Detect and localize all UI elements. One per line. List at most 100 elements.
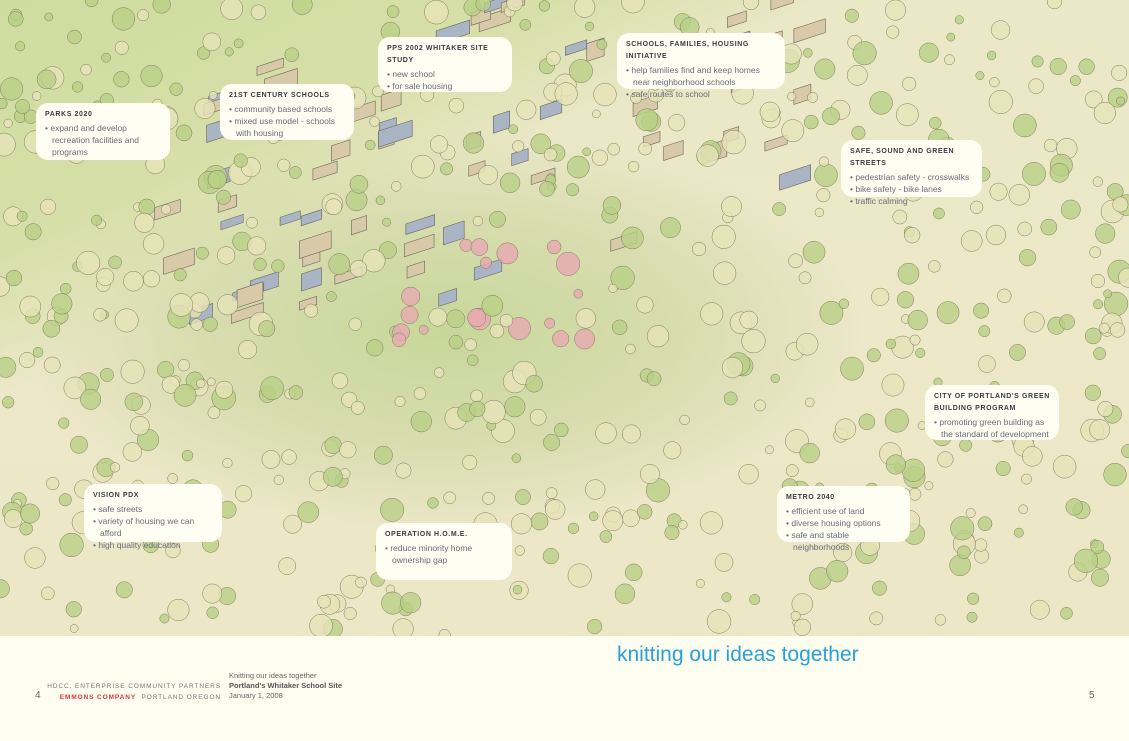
tree-mark	[818, 156, 829, 167]
tree-mark	[36, 69, 57, 90]
tree-mark	[41, 586, 55, 601]
tree-mark	[76, 250, 101, 275]
tree-mark	[339, 441, 357, 459]
document-info: Knitting our ideas together Portland's W…	[229, 671, 342, 701]
tree-mark	[72, 81, 84, 93]
tree-mark	[114, 308, 139, 333]
tree-mark	[834, 418, 857, 440]
tree-mark	[885, 338, 897, 350]
tree-mark	[167, 598, 190, 622]
building-mark	[236, 281, 264, 309]
tree-mark	[159, 613, 170, 624]
tree-mark	[1031, 55, 1044, 68]
tree-mark	[418, 324, 429, 335]
tree-mark	[542, 548, 560, 565]
building-mark	[565, 39, 587, 56]
building-mark	[530, 167, 556, 186]
tree-mark	[80, 388, 102, 410]
tree-mark	[109, 462, 121, 473]
tree-mark	[175, 124, 193, 142]
callout-21st-century-schools: 21st Century Schoolscommunity based scho…	[220, 84, 354, 140]
tree-mark	[970, 200, 984, 214]
tree-mark	[258, 320, 276, 338]
tree-mark	[1017, 221, 1033, 237]
tree-mark	[100, 368, 114, 382]
tree-mark	[1008, 184, 1030, 206]
tree-mark	[233, 38, 244, 49]
tree-mark	[664, 525, 680, 541]
tree-mark	[277, 158, 291, 172]
tree-mark	[807, 91, 819, 103]
tree-mark	[142, 233, 165, 255]
tree-mark	[739, 310, 758, 330]
tree-mark	[721, 356, 744, 379]
tree-mark	[621, 0, 645, 14]
tree-mark	[510, 513, 532, 535]
tree-mark	[120, 359, 145, 384]
tree-mark	[871, 287, 890, 306]
tree-mark	[530, 133, 551, 154]
tree-mark	[640, 464, 660, 484]
callout-item: expand and develop recreation facilities…	[45, 122, 161, 158]
tree-mark	[514, 545, 525, 556]
tree-mark	[157, 361, 175, 379]
tree-mark	[499, 313, 514, 328]
tree-mark	[1103, 463, 1127, 487]
tree-mark	[42, 319, 61, 338]
tree-mark	[635, 108, 659, 132]
tree-mark	[424, 0, 449, 25]
tree-mark	[386, 5, 400, 18]
tree-mark	[974, 538, 988, 552]
tree-mark	[869, 611, 884, 626]
callout-item: for sale housing	[387, 80, 503, 92]
tree-mark	[499, 172, 521, 193]
tree-mark	[160, 204, 172, 215]
callout-pps-study: PPS 2002 Whitaker Site Studynew schoolfo…	[378, 37, 512, 92]
tree-mark	[1091, 568, 1109, 587]
tree-mark	[852, 41, 877, 66]
tree-mark	[325, 198, 343, 216]
callout-operation-home: Operation H.O.M.E.reduce minority home o…	[376, 523, 512, 580]
tree-mark	[973, 302, 989, 319]
tree-mark	[591, 149, 608, 166]
tree-mark	[1078, 58, 1095, 75]
tree-mark	[803, 48, 813, 58]
building-mark	[793, 18, 826, 44]
tree-mark	[478, 165, 498, 185]
tree-mark	[1093, 101, 1116, 124]
organization-credits: HDCC, Enterprise Community Partners Emmo…	[47, 681, 221, 703]
callout-item: safe streets	[93, 503, 213, 515]
tree-mark	[469, 400, 486, 417]
building-mark	[443, 220, 465, 246]
tree-mark	[215, 380, 234, 399]
tree-mark	[1049, 163, 1070, 183]
tree-mark	[885, 454, 906, 475]
tree-mark	[206, 377, 216, 387]
tree-mark	[2, 396, 15, 409]
tree-mark	[207, 170, 227, 189]
tree-mark	[283, 514, 302, 534]
tree-mark	[366, 339, 384, 357]
tree-mark	[946, 32, 956, 42]
tree-mark	[496, 242, 519, 265]
tree-mark	[574, 328, 595, 350]
tree-mark	[428, 307, 448, 327]
tree-mark	[667, 113, 686, 132]
tree-mark	[909, 334, 921, 346]
tree-mark	[349, 260, 368, 278]
tree-mark	[470, 238, 489, 256]
callout-item: variety of housing we can afford	[93, 515, 213, 539]
tree-mark	[712, 261, 737, 285]
tree-mark	[20, 503, 40, 524]
tree-mark	[1022, 446, 1043, 467]
tree-mark	[798, 271, 812, 285]
tree-mark	[1018, 504, 1029, 515]
tree-mark	[814, 207, 824, 218]
tree-mark	[892, 209, 908, 225]
tree-mark	[546, 239, 562, 255]
callout-metro-2040: Metro 2040efficient use of landdiverse h…	[777, 486, 910, 552]
tree-mark	[380, 497, 405, 522]
tree-mark	[206, 606, 219, 619]
tree-mark	[207, 406, 221, 419]
tree-mark	[1093, 299, 1103, 310]
